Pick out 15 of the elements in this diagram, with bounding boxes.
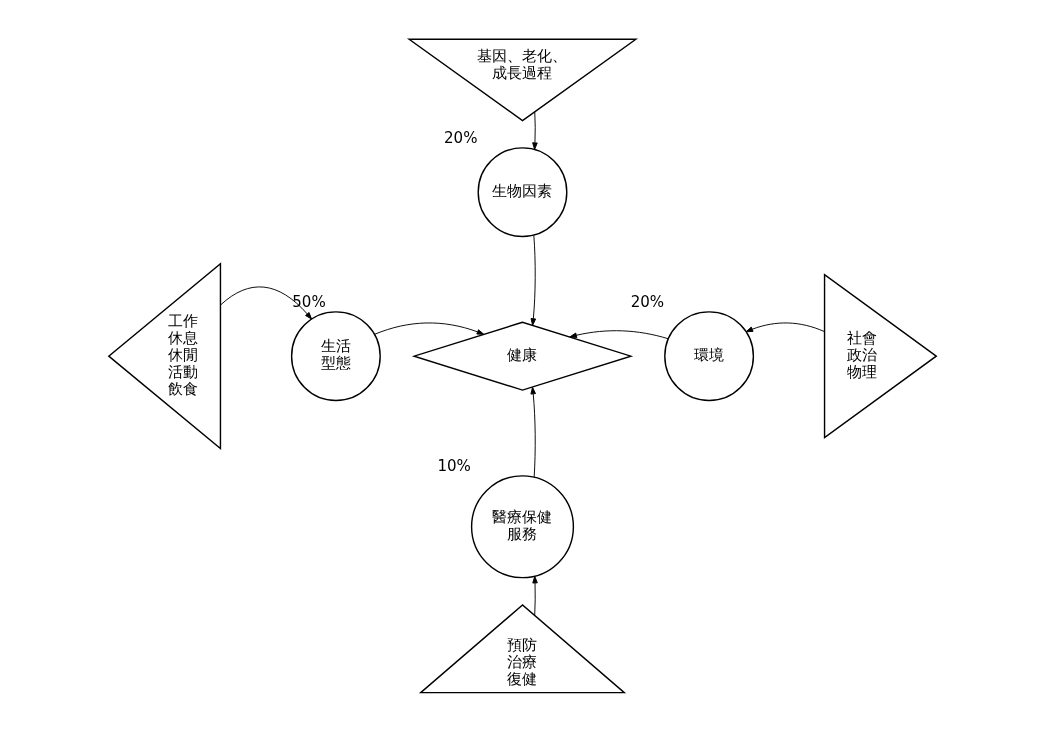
arrow: [532, 575, 538, 616]
arrow: [530, 386, 536, 478]
arrow: [532, 111, 538, 150]
node-circle: 生物因素: [477, 147, 568, 238]
arrow: [745, 322, 825, 333]
node-diamond: 健康: [411, 321, 634, 391]
node-label: 50%: [292, 292, 326, 311]
node-label: 20%: [630, 292, 665, 311]
arrow: [569, 330, 669, 340]
node-label: 10%: [437, 456, 471, 475]
node-circle: 醫療保健服務: [470, 475, 575, 579]
arrow: [374, 322, 485, 335]
arrow: [220, 286, 313, 320]
arrow: [530, 234, 537, 326]
node-label: 20%: [444, 128, 478, 147]
